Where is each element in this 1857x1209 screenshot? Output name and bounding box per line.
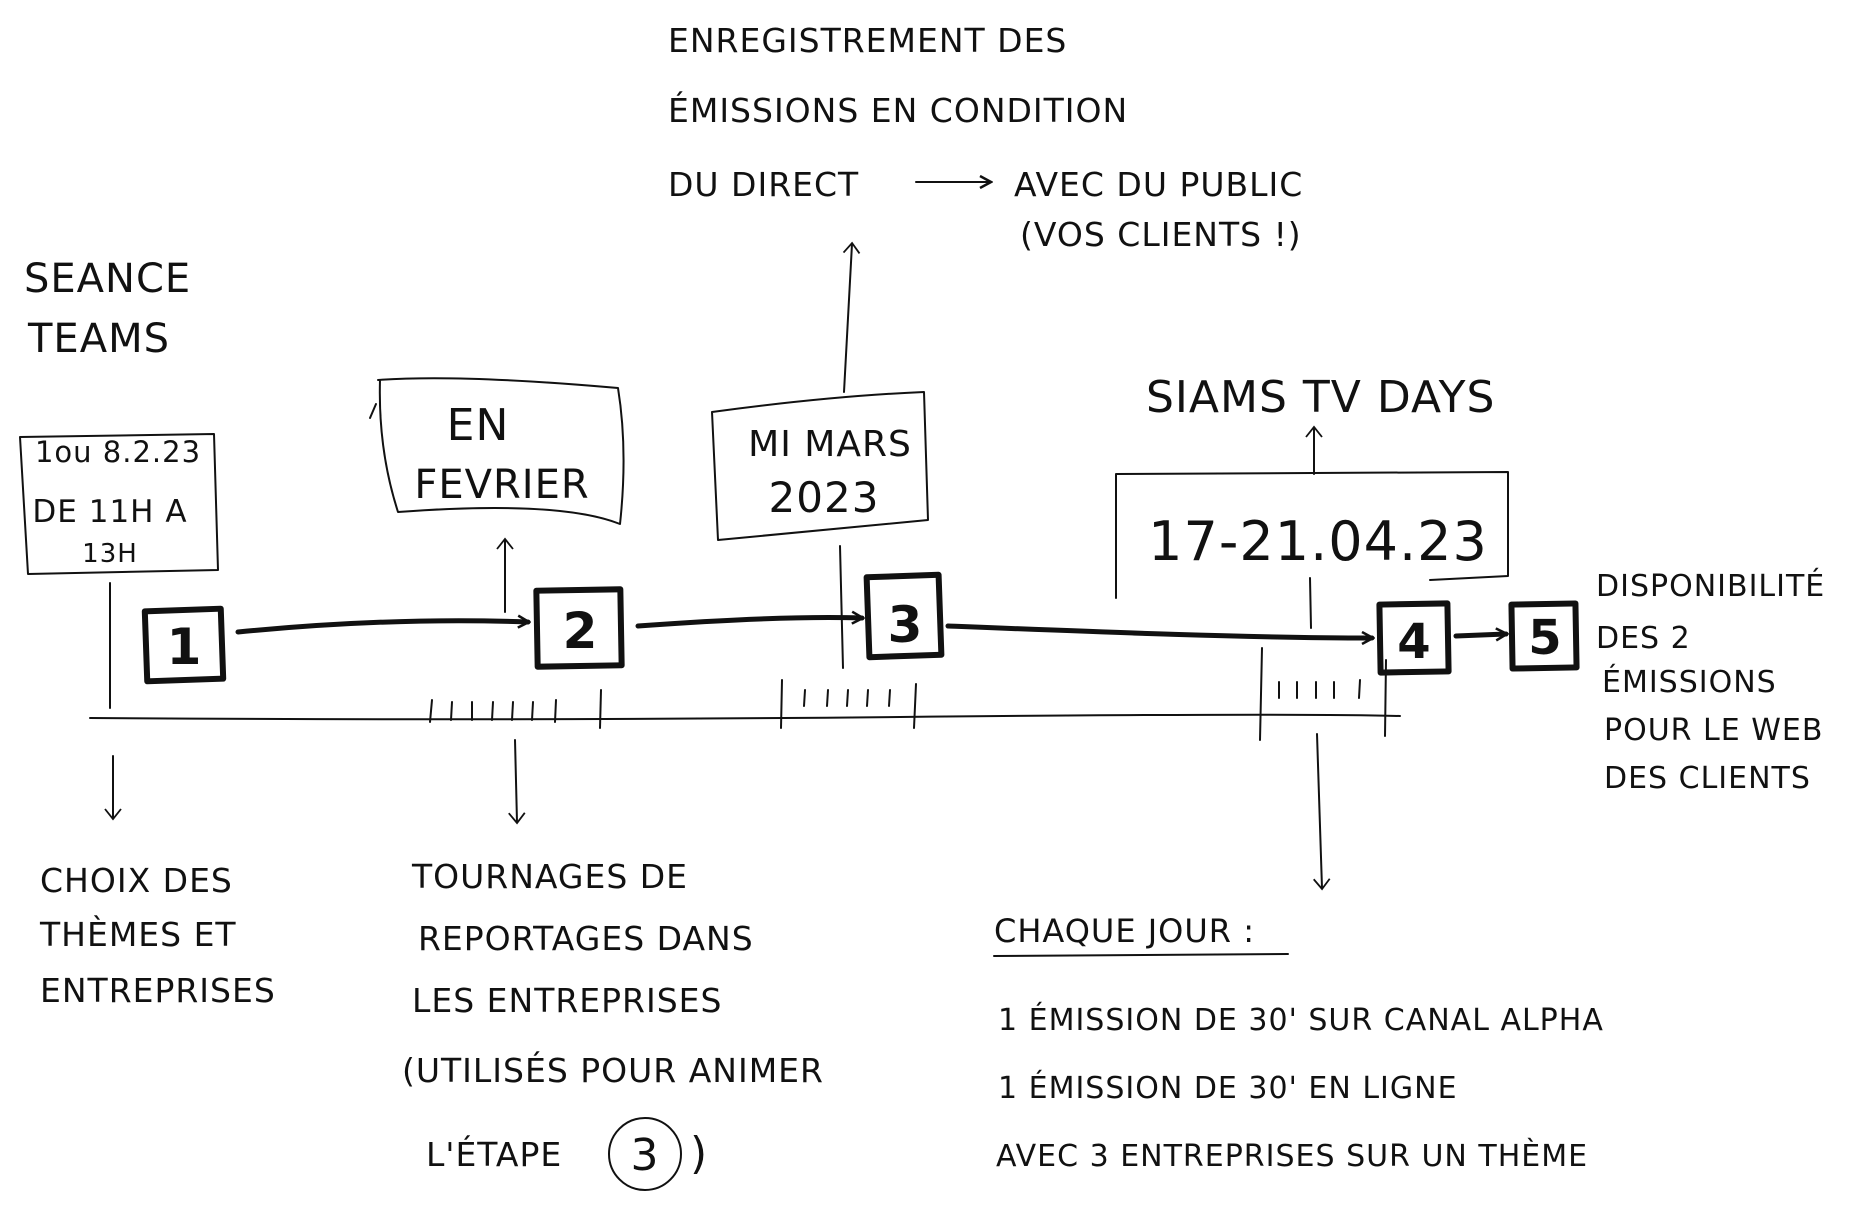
- step2-description: TOURNAGES DE REPORTAGES DANS LES ENTREPR…: [402, 857, 824, 1191]
- step3-desc-line3: DU DIRECT: [668, 165, 859, 204]
- step3-date-line2: 2023: [769, 473, 880, 522]
- step-box-5: 5: [1508, 600, 1580, 672]
- step-number-4: 4: [1397, 614, 1430, 670]
- step2-desc-line3: LES ENTREPRISES: [412, 981, 722, 1020]
- step2-desc-line2: REPORTAGES DANS: [418, 919, 754, 958]
- flow-arrow-2-3: [635, 617, 862, 629]
- step1-header-line1: SEANCE: [24, 256, 191, 302]
- step4-header: SIAMS TV DAYS: [1146, 372, 1495, 423]
- step1-date-line3: 13H: [82, 539, 138, 569]
- step-box-1: 1: [141, 605, 227, 685]
- step1-description: CHOIX DES THÈMES ET ENTREPRISES: [39, 861, 276, 1010]
- step5-desc-line3: ÉMISSIONS: [1602, 664, 1777, 700]
- step5-description: DISPONIBILITÉ DES 2 ÉMISSIONS POUR LE WE…: [1596, 568, 1825, 796]
- flow-arrow-4-5: [1453, 634, 1506, 636]
- step-box-3: 3: [863, 571, 945, 661]
- tick-marks-step4: [1259, 647, 1387, 741]
- step5-desc-line2: DES 2: [1596, 621, 1691, 656]
- step1-date-line2: DE 11H A: [32, 494, 187, 530]
- step2-desc-line5: L'ÉTAPE: [426, 1134, 562, 1174]
- step2-desc-line4: (UTILISÉS POUR ANIMER: [402, 1050, 824, 1090]
- step4-desc-title: CHAQUE JOUR :: [994, 912, 1255, 950]
- step4-date-text: 17-21.04.23: [1148, 510, 1488, 573]
- step2-date-box: EN FEVRIER: [369, 377, 625, 525]
- step2-circled-ref: 3: [631, 1130, 660, 1181]
- step1-desc-line1: CHOIX DES: [40, 861, 233, 900]
- step-number-1: 1: [167, 618, 202, 676]
- step5-desc-line1: DISPONIBILITÉ: [1596, 568, 1825, 604]
- step2-down-arrow: [508, 739, 526, 825]
- step4-desc-line2: 1 ÉMISSION DE 30' EN LIGNE: [998, 1070, 1458, 1106]
- flow-arrow-3-4: [945, 623, 1372, 638]
- step4-date-box: 17-21.04.23: [1115, 471, 1509, 599]
- step2-desc-line1: TOURNAGES DE: [411, 857, 688, 896]
- timeline-baseline: [89, 713, 1401, 721]
- step5-desc-line5: DES CLIENTS: [1604, 761, 1811, 796]
- step3-date-line1: MI MARS: [748, 424, 912, 465]
- tick-marks-step3: [780, 679, 917, 729]
- step4-down-arrow: [1313, 733, 1331, 891]
- step3-date-box: MI MARS 2023: [711, 391, 929, 541]
- step3-desc-line2: ÉMISSIONS EN CONDITION: [668, 90, 1128, 130]
- step3-up-arrow: [842, 241, 861, 393]
- step3-desc-line1: ENREGISTREMENT DES: [668, 21, 1067, 60]
- tick-marks-step2: [429, 689, 602, 729]
- step-number-3: 3: [888, 596, 923, 654]
- step1-date-box: 1ou 8.2.23 DE 11H A 13H: [19, 433, 219, 575]
- step4-description: CHAQUE JOUR : 1 ÉMISSION DE 30' SUR CANA…: [993, 912, 1604, 1174]
- step1-desc-line3: ENTREPRISES: [40, 971, 276, 1010]
- step5-desc-line4: POUR LE WEB: [1604, 713, 1823, 748]
- step-box-4: 4: [1376, 600, 1452, 676]
- step1-desc-line2: THÈMES ET: [39, 914, 237, 954]
- step2-close-paren: ): [690, 1128, 708, 1179]
- step-box-2: 2: [533, 586, 625, 670]
- step3-connector: [839, 545, 844, 669]
- step4-title-underline: [993, 953, 1289, 957]
- step4-desc-line1: 1 ÉMISSION DE 30' SUR CANAL ALPHA: [998, 1002, 1604, 1038]
- step3-description: ENREGISTREMENT DES ÉMISSIONS EN CONDITIO…: [668, 21, 1303, 254]
- step4-desc-line3: AVEC 3 ENTREPRISES SUR UN THÈME: [996, 1138, 1588, 1174]
- step-number-2: 2: [563, 602, 598, 660]
- step2-date-line1: EN: [447, 400, 510, 451]
- step3-desc-suffix2: (VOS CLIENTS !): [1020, 215, 1302, 254]
- step3-desc-suffix1: AVEC DU PUBLIC: [1014, 165, 1303, 204]
- step4-connector: [1309, 577, 1312, 629]
- step1-header-line2: TEAMS: [27, 316, 170, 362]
- flow-arrow-1-2: [235, 621, 528, 635]
- step2-date-line2: FEVRIER: [414, 462, 589, 508]
- step1-header: SEANCE TEAMS: [24, 256, 191, 362]
- step1-date-line1: 1ou 8.2.23: [35, 435, 201, 469]
- step-number-5: 5: [1528, 610, 1561, 666]
